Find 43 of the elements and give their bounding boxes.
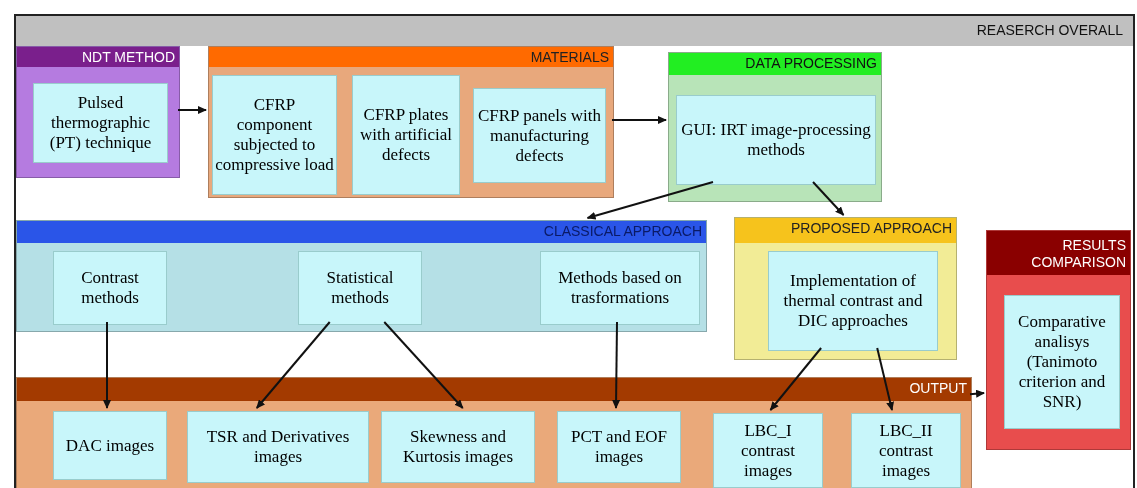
group-header: PROPOSED APPROACH xyxy=(735,218,956,243)
group-panel xyxy=(986,230,1131,450)
arrow xyxy=(255,321,331,409)
process-box: CFRP plates with artificial defects xyxy=(352,75,460,195)
group-header: CLASSICAL APPROACH xyxy=(17,221,706,243)
arrow xyxy=(177,106,207,114)
arrow xyxy=(812,181,845,216)
arrow xyxy=(769,347,823,411)
process-box: GUI: IRT image-processing methods xyxy=(676,95,876,185)
process-box: PCT and EOF images xyxy=(557,411,681,483)
group-panel xyxy=(16,46,180,178)
group-panel xyxy=(16,377,972,488)
arrow xyxy=(876,347,895,411)
process-box: Statistical methods xyxy=(298,251,422,325)
process-box: Contrast methods xyxy=(53,251,167,325)
frame-title: REASERCH OVERALL xyxy=(976,22,1123,38)
process-box: Skewness and Kurtosis images xyxy=(381,411,535,483)
group-header: MATERIALS xyxy=(209,47,613,67)
arrow xyxy=(969,389,985,398)
process-box: LBC_I contrast images xyxy=(713,413,823,488)
group-header: DATA PROCESSING xyxy=(669,53,881,75)
arrow xyxy=(586,181,714,220)
arrow xyxy=(611,116,667,124)
process-box: TSR and Derivatives images xyxy=(187,411,369,483)
process-box: LBC_II contrast images xyxy=(851,413,961,488)
group-header: OUTPUT xyxy=(17,378,971,401)
group-panel xyxy=(208,46,614,198)
group-panel xyxy=(16,220,707,332)
group-panel xyxy=(668,52,882,202)
process-box: Pulsed thermographic (PT) technique xyxy=(33,83,168,163)
group-header: RESULTS COMPARISON xyxy=(987,231,1130,275)
process-box: CFRP component subjected to compressive load xyxy=(212,75,337,195)
arrow xyxy=(612,321,621,409)
process-box: Methods based on trasformations xyxy=(540,251,700,325)
process-box: Comparative analisys (Tanimoto criterion and SNR) xyxy=(1004,295,1120,429)
group-header: NDT METHOD xyxy=(17,47,179,67)
process-box: CFRP panels with manufacturing defects xyxy=(473,88,606,183)
process-box: DAC images xyxy=(53,411,167,480)
group-panel xyxy=(734,217,957,360)
arrow xyxy=(103,321,111,409)
arrow xyxy=(383,321,464,409)
process-box: Implementation of thermal contrast and DIC approaches xyxy=(768,251,938,351)
overview-frame xyxy=(14,14,1135,488)
